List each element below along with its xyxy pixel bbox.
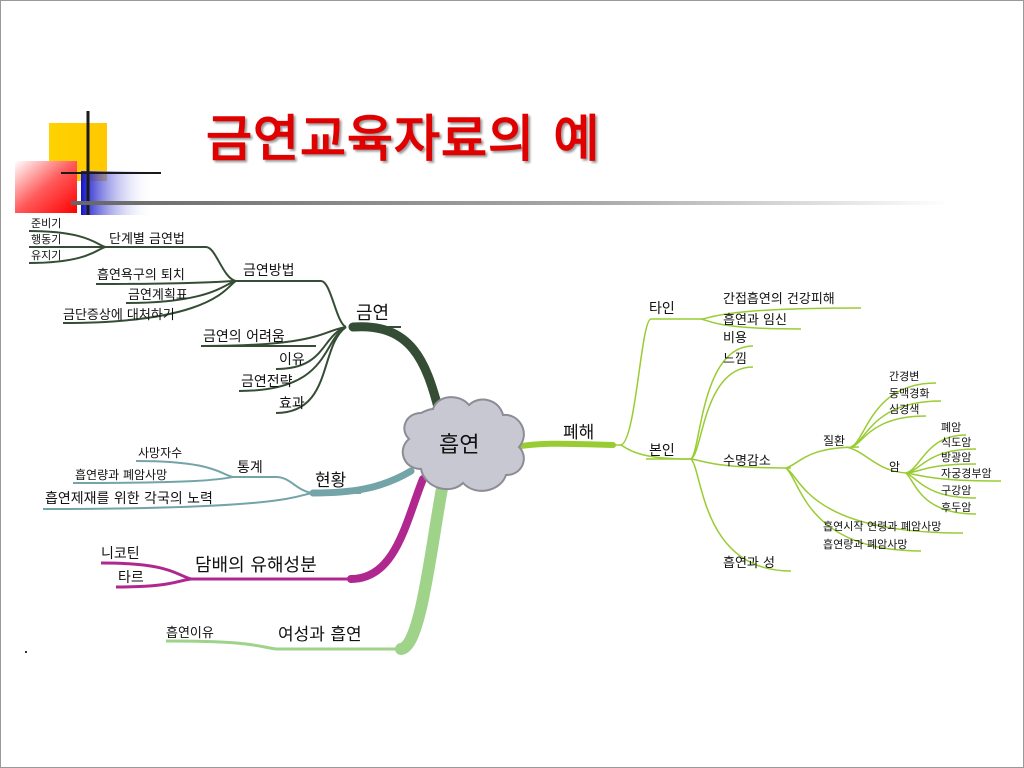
node-women: 여성과 흡연 <box>278 625 362 645</box>
node-cancer-esophagus: 식도암 <box>941 436 972 449</box>
link-cancer <box>845 446 907 474</box>
link-disease <box>785 446 860 469</box>
node-cancer: 암 <box>889 460 901 474</box>
node-craving: 흡연욕구의 퇴치 <box>97 268 185 283</box>
node-nicotine: 니코틴 <box>101 546 140 562</box>
link-secondhand <box>700 307 862 320</box>
link-life <box>690 458 792 469</box>
node-cancer-oral: 구강암 <box>941 484 972 497</box>
link-start-age <box>785 467 964 534</box>
link-stage-3 <box>28 246 107 264</box>
node-sex: 흡연과 성 <box>723 556 775 571</box>
link-cancer-3 <box>905 463 977 474</box>
node-life: 수명감소 <box>723 454 771 469</box>
node-reason: 이유 <box>279 352 305 368</box>
stray-dot <box>25 651 27 653</box>
link-reason <box>275 326 347 370</box>
node-pregnancy: 흡연과 임신 <box>723 313 787 328</box>
deco-red-square <box>15 161 77 213</box>
link-withdrawal <box>62 280 237 324</box>
link-cancer-5 <box>905 472 977 499</box>
deco-blue-square <box>81 171 153 215</box>
title-divider <box>71 201 951 205</box>
node-start-age: 흡연시작 연령과 폐암사망 <box>823 520 942 533</box>
node-effect: 효과 <box>279 396 305 412</box>
link-infarction <box>850 415 927 448</box>
node-methods: 금연방법 <box>243 263 295 279</box>
node-feel: 느낌 <box>723 352 747 367</box>
link-efforts <box>42 492 314 510</box>
node-withdrawal: 금단증상에 대처하기 <box>63 308 175 323</box>
node-cancer-cervix: 자궁경부암 <box>941 467 992 480</box>
node-infarction: 심경색 <box>889 403 920 416</box>
node-harmful: 담배의 유해성분 <box>195 555 317 576</box>
node-cancer-bladder: 방광암 <box>941 451 972 464</box>
node-efforts: 흡연제재를 위한 각국의 노력 <box>45 491 213 507</box>
node-stage-3: 유지기 <box>31 249 62 262</box>
node-arteriosclerosis: 동맥경화 <box>889 387 930 400</box>
center-cloud-shape <box>401 396 525 492</box>
link-effect <box>275 326 347 414</box>
link-cost <box>690 345 754 460</box>
corner-decoration <box>15 111 161 215</box>
node-statistics: 통계 <box>237 460 263 476</box>
link-women-reason <box>165 639 277 651</box>
link-plan <box>125 280 237 304</box>
link-deaths <box>135 460 234 478</box>
trunk-harmful <box>347 475 427 583</box>
node-secondhand: 간접흡연의 건강피해 <box>723 292 835 307</box>
link-amount <box>785 467 922 552</box>
node-cancer-larynx: 후두암 <box>941 501 972 514</box>
node-status: 현황 <box>315 471 347 491</box>
node-stage-2: 행동기 <box>31 233 62 246</box>
node-strategy: 금연전략 <box>241 374 293 390</box>
link-tar <box>115 577 192 589</box>
node-difficulty: 금연의 어려움 <box>203 329 285 345</box>
node-cancer-lung: 폐암 <box>941 421 962 434</box>
node-amount: 흡연량과 폐암사망 <box>823 538 908 551</box>
node-plan: 금연계획표 <box>128 288 188 303</box>
node-women-reason: 흡연이유 <box>166 626 214 641</box>
node-self: 본인 <box>649 443 675 459</box>
link-cancer-4 <box>905 472 1002 482</box>
node-deaths: 사망자수 <box>138 446 183 460</box>
node-stage-1: 준비기 <box>31 217 62 230</box>
node-harm: 폐해 <box>563 423 595 443</box>
link-lung-cancer <box>72 476 234 484</box>
trunk-cessation <box>348 322 444 416</box>
node-others: 타인 <box>649 301 675 317</box>
link-others <box>620 318 652 446</box>
link-statistics <box>275 476 314 494</box>
link-nicotine <box>100 561 192 581</box>
link-pregnancy <box>700 318 802 330</box>
node-stages: 단계별 금연법 <box>109 232 185 247</box>
node-cirrhosis: 간경변 <box>889 370 920 383</box>
link-methods <box>320 280 347 328</box>
link-stages <box>205 246 237 282</box>
link-sex <box>690 458 792 572</box>
link-craving <box>95 280 237 285</box>
slide-title: 금연교육자료의 예 <box>206 110 601 168</box>
center-node-label: 흡연 <box>439 433 480 458</box>
node-disease: 질환 <box>823 434 846 448</box>
node-cost: 비용 <box>723 331 747 346</box>
link-cancer-6 <box>905 472 977 515</box>
node-tar: 타르 <box>118 570 144 586</box>
node-lung-cancer-stat: 흡연량과 폐암사망 <box>75 468 168 482</box>
link-feel <box>690 366 754 460</box>
link-cirrhosis <box>850 382 937 448</box>
node-cessation: 금연 <box>356 303 390 324</box>
trunk-women <box>395 477 449 655</box>
